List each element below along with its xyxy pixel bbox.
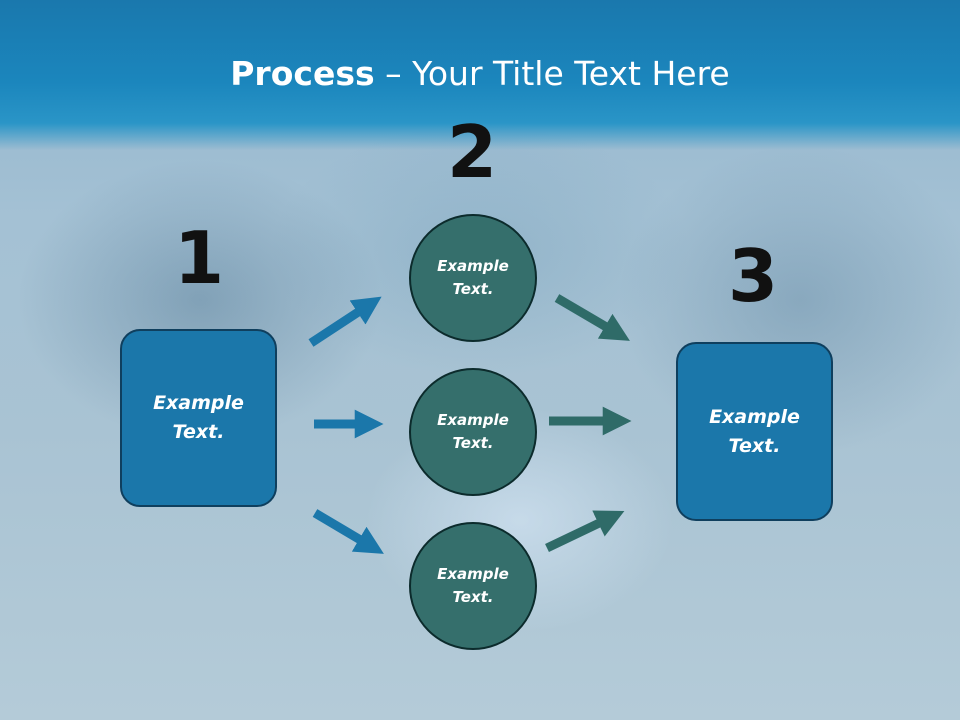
arrow-bottom-to-3	[545, 510, 625, 553]
step-2-circle-bottom[interactable]: Example Text.	[409, 522, 537, 650]
circle-bottom-text: Example Text.	[437, 565, 509, 606]
step-number-3: 3	[727, 234, 779, 318]
step-1-box[interactable]: Example Text.	[120, 329, 277, 507]
step-3-text: Example Text.	[709, 405, 800, 457]
step-2-circle-top[interactable]: Example Text.	[409, 214, 537, 342]
arrow-top-to-3	[554, 294, 630, 341]
title-bold: Process	[230, 54, 375, 93]
slide-title[interactable]: Process – Your Title Text Here	[0, 48, 960, 100]
arrow-1-to-bottom	[312, 509, 384, 554]
step-number-1: 1	[173, 216, 225, 300]
title-bar	[0, 0, 960, 150]
circle-middle-text: Example Text.	[437, 411, 509, 452]
title-rest: – Your Title Text Here	[374, 54, 730, 93]
arrow-1-to-top	[308, 296, 382, 347]
step-2-circle-middle[interactable]: Example Text.	[409, 368, 537, 496]
step-1-text: Example Text.	[153, 392, 244, 443]
circle-top-text: Example Text.	[437, 257, 509, 298]
step-3-box[interactable]: Example Text.	[676, 342, 833, 521]
step-number-2: 2	[446, 110, 498, 194]
